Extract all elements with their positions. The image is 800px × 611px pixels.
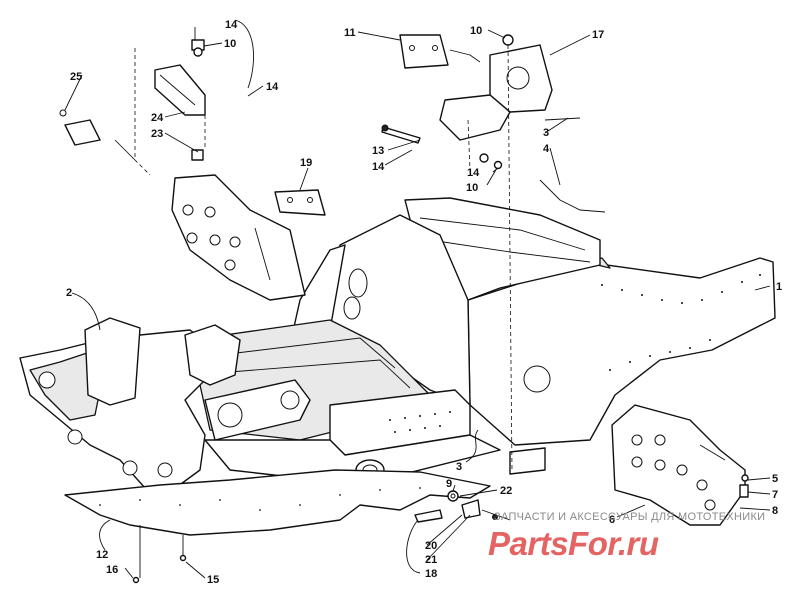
- rivet-row: [389, 274, 761, 433]
- callout-7: 7: [772, 489, 778, 501]
- callout-23: 23: [151, 128, 163, 140]
- callout-25: 25: [70, 71, 82, 83]
- callout-8: 8: [772, 505, 778, 517]
- callout-17: 17: [592, 29, 604, 41]
- callout-labels: 1 2 3 3 4 5 6 7 8 9 10 10 10 11 12 13 14…: [66, 19, 782, 586]
- callout-3-bottom: 3: [456, 461, 462, 473]
- callout-12: 12: [96, 549, 108, 561]
- callout-14-right: 14: [266, 81, 279, 93]
- footwell-plate: [171, 174, 306, 301]
- callout-9: 9: [446, 478, 452, 490]
- callout-16: 16: [106, 564, 118, 576]
- callout-13: 13: [372, 145, 384, 157]
- callout-14-top: 14: [225, 19, 238, 31]
- bracket-24: [154, 39, 206, 161]
- plate-25: [59, 109, 101, 146]
- callout-10-top: 10: [470, 25, 482, 37]
- watermark-caption: ЗАПЧАСТИ И АКСЕССУАРЫ ДЛЯ МОТОТЕХНИКИ: [494, 511, 766, 523]
- leader-lines: [64, 19, 771, 579]
- callout-4: 4: [543, 143, 550, 155]
- callout-22: 22: [500, 485, 512, 497]
- front-crossmember: [19, 317, 385, 493]
- callout-18: 18: [425, 568, 437, 580]
- watermark-logo: PartsFor.ru: [488, 525, 659, 562]
- plate-11: [399, 34, 481, 69]
- callout-6: 6: [609, 514, 615, 526]
- callout-24: 24: [151, 112, 164, 124]
- callout-19: 19: [300, 157, 312, 169]
- callout-3-top: 3: [543, 127, 549, 139]
- callout-15: 15: [207, 574, 219, 586]
- callout-11: 11: [344, 27, 356, 39]
- callout-5: 5: [772, 473, 778, 485]
- callout-20: 20: [425, 540, 437, 552]
- callout-10-mid: 10: [466, 182, 478, 194]
- belly-pan: [64, 469, 491, 536]
- callout-1: 1: [776, 281, 782, 293]
- callout-14-lower: 14: [467, 167, 480, 179]
- footrest-plate: [611, 404, 749, 526]
- pin-18: [414, 509, 443, 523]
- callout-2: 2: [66, 287, 72, 299]
- callout-21: 21: [425, 554, 437, 566]
- clip-20: [461, 499, 481, 519]
- callout-14-mid: 14: [372, 161, 385, 173]
- steering-support-17: [439, 44, 553, 141]
- bracket-19: [274, 189, 326, 216]
- callout-10-left: 10: [224, 38, 236, 50]
